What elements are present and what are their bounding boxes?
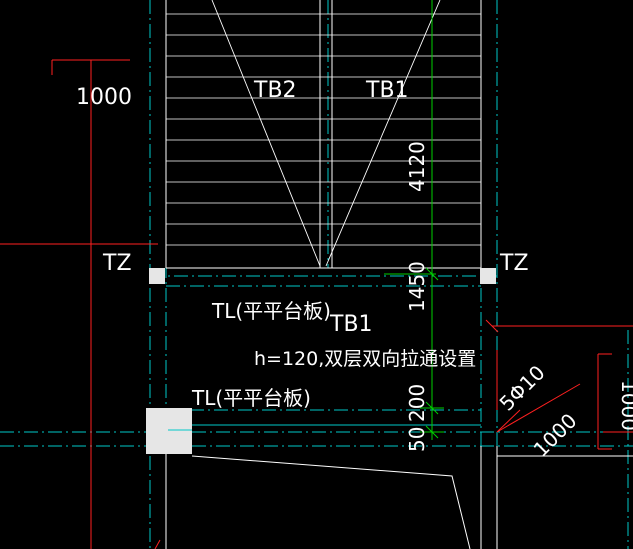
tz-right-label: TZ: [499, 251, 529, 276]
tl-lower-label: TL(平平台板): [191, 386, 311, 410]
column-tz-left: [149, 268, 165, 284]
dim-line-red-left-bottom: [154, 539, 161, 549]
rebar-5phi10-text: 5Φ10: [495, 360, 550, 415]
stair-treads: [166, 13, 481, 246]
wall-lower-opening: [191, 455, 471, 549]
dim-1000-left-text: 1000: [76, 85, 132, 110]
flight-arrow-tb1-right: [325, 0, 441, 267]
dim-1000-right-text: 1000: [529, 409, 582, 462]
tb1-top-label: TB1: [365, 78, 409, 103]
column-tz-right: [480, 268, 496, 284]
tb2-label: TB2: [253, 78, 297, 103]
thickness-note-text: h=120,双层双向拉通设置: [254, 348, 476, 370]
dim-50-text: 50: [405, 427, 429, 452]
rebar-leader-diagonal: [496, 383, 581, 433]
dim-1000-edge-text: 1000: [617, 380, 633, 431]
dim-200-text: 200: [405, 384, 429, 422]
dim-4120-text: 4120: [405, 141, 429, 192]
dim-1450-text: 1450: [405, 261, 429, 312]
column-corner-lower-left: [146, 408, 192, 454]
tl-upper-label: TL(平平台板): [211, 299, 331, 323]
tz-left-label: TZ: [102, 251, 132, 276]
dim-line-right-tick: [485, 319, 499, 333]
tb1-mid-label: TB1: [329, 312, 373, 337]
flight-arrow-tb2-left: [211, 0, 321, 267]
dim-line-1000-diagonal: [496, 409, 521, 433]
